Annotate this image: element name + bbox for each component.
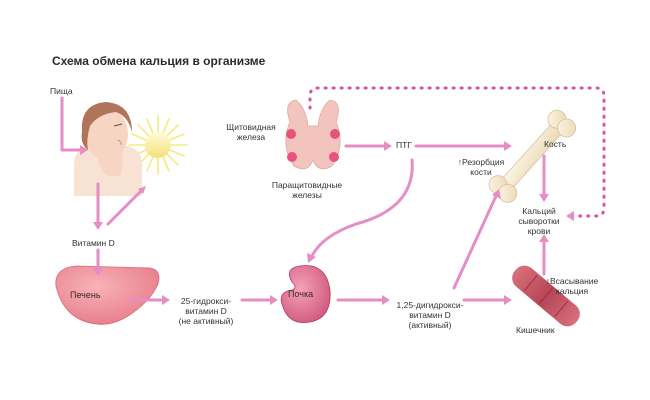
thyroid-icon [285,99,341,170]
label-serum-calcium-line: сыворотки [518,216,560,226]
label-parathyroid-line: железы [292,190,322,200]
label-food: Пища [50,86,73,96]
label-25-hydroxy-line: (не активный) [178,316,234,326]
label-dihydroxy-line: витамин D [409,310,451,320]
arrowhead-serum-top [539,194,549,202]
label-absorption-line: ↑Всасывание [545,276,599,286]
label-25-hydroxy: 25-гидрокси- витамин D (не активный) [168,296,244,326]
label-kidney: Почка [288,289,314,299]
intestine-icon [512,265,580,327]
label-dihydroxy-line: (активный) [408,320,452,330]
arrowhead-125oh-bone [492,189,501,199]
arrowhead-bone [504,141,512,151]
arrow-food-to-face [60,96,84,152]
label-dihydroxy-line: 1,25-дигидрокси- [396,300,464,310]
arrowhead-125oh [382,295,390,305]
arrowhead-liver [93,268,103,276]
label-intestine: Кишечник [516,325,555,335]
arrow-pth-to-kidney [310,158,414,258]
arrowhead-intestine [504,295,512,305]
arrow-125oh-to-bone [452,194,498,290]
label-parathyroid: Паращитовидные железы [262,180,352,200]
feedback-loop-arrow [308,86,606,218]
label-serum-calcium-line: Кальций [522,206,556,216]
label-liver: Печень [70,290,101,300]
label-thyroid-line: Щитовидная [226,122,276,132]
label-parathyroid-line: Паращитовидные [271,180,343,190]
arrowhead-sun [138,186,146,194]
label-25-hydroxy-line: 25-гидрокси- [180,296,232,306]
arrowhead-pth [384,141,392,151]
label-resorption: ↑Резорбция кости [452,157,510,177]
arrowhead-feedback [566,211,574,221]
label-serum-calcium: Кальций сыворотки крови [508,206,570,236]
label-vitamin-d: Витамин D [72,238,115,248]
diagram-title: Схема обмена кальция в организме [52,54,266,68]
arrowhead-25oh [162,295,170,305]
label-resorption-line: ↑Резорбция [457,157,505,167]
arrowhead-vitamin-d [93,222,103,230]
label-thyroid-line: железа [236,132,266,142]
label-pth: ПТГ [396,140,412,150]
arrowhead-kidney [270,295,278,305]
label-25-hydroxy-line: витамин D [185,306,227,316]
label-thyroid: Щитовидная железа [220,122,282,142]
arrowhead-serum-bottom [539,234,549,242]
sun-icon [128,115,188,175]
arrowhead-pth-kidney [307,253,316,263]
bone-icon [488,109,577,203]
label-bone: Кость [544,139,567,149]
label-absorption: ↑Всасывание кальция [536,276,608,296]
arrowhead-face [80,145,88,155]
face-icon [74,102,142,196]
label-resorption-line: кости [470,167,492,177]
kidney-icon [280,265,331,323]
label-absorption-line: кальция [555,286,589,296]
label-dihydroxy: 1,25-дигидрокси- витамин D (активный) [388,300,472,330]
arrow-sun-to-skin [106,188,144,226]
label-serum-calcium-line: крови [527,226,551,236]
